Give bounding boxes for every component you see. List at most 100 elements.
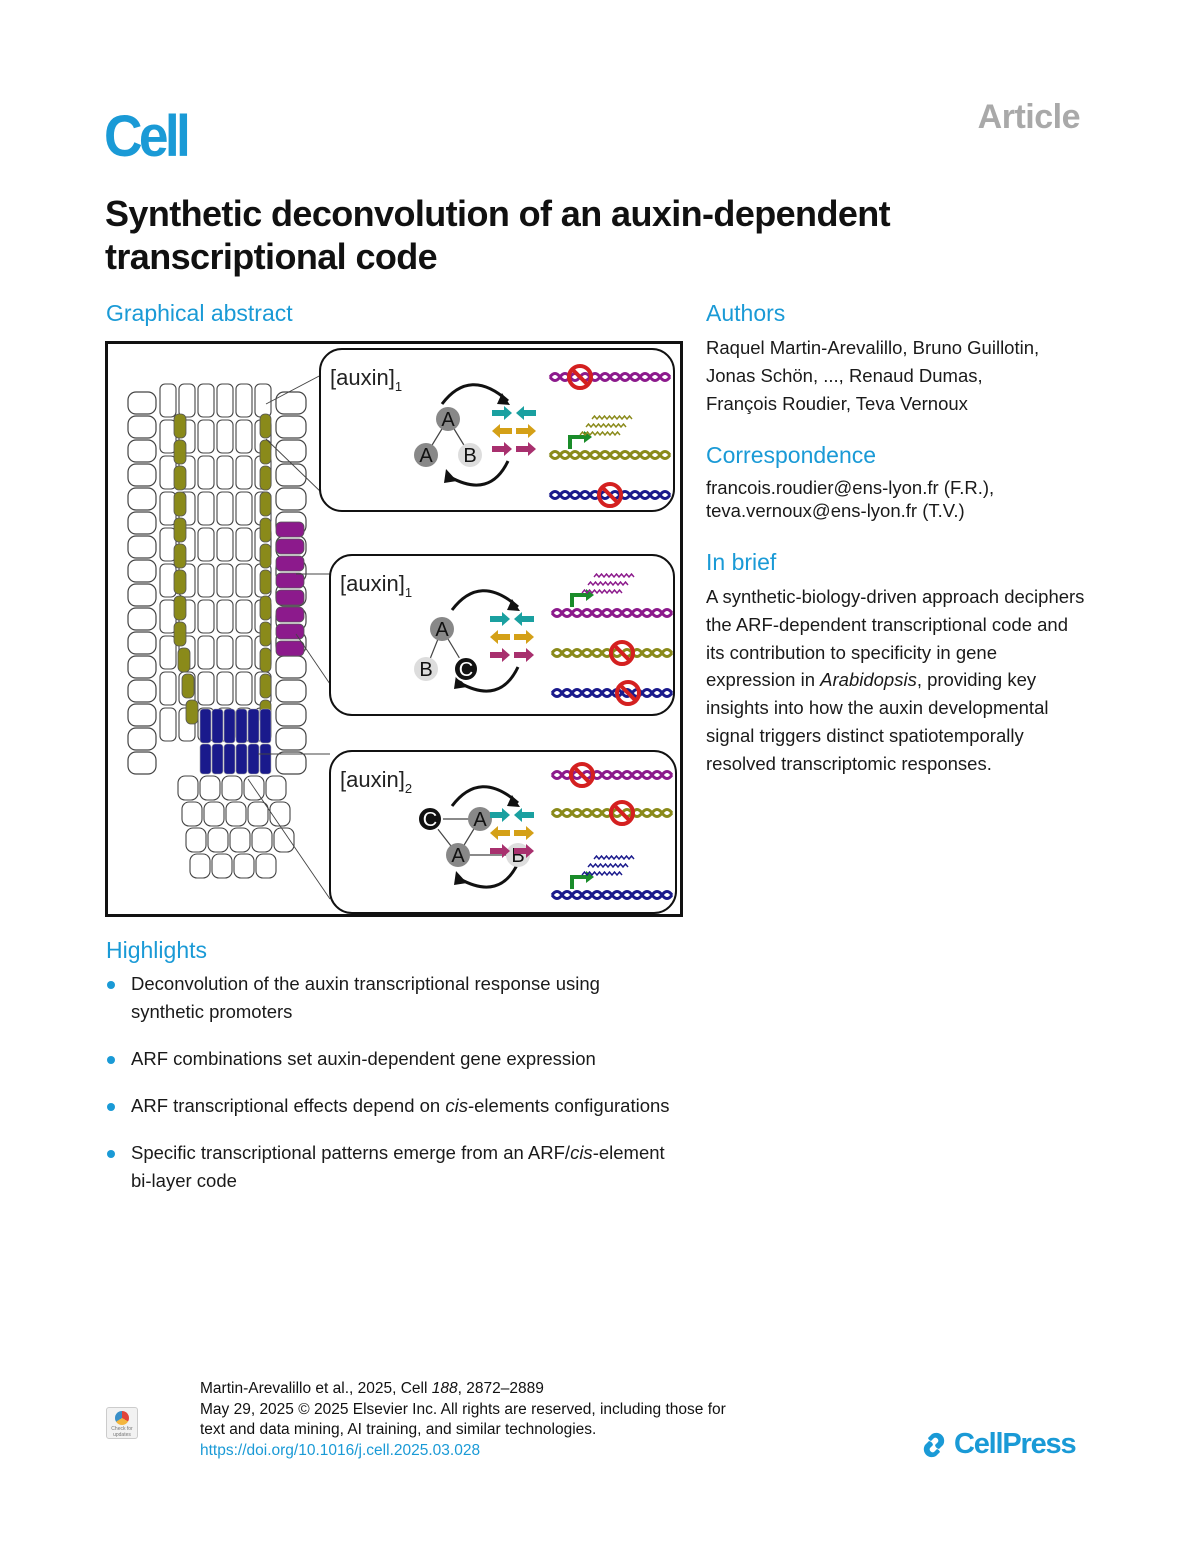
cis-element-arrow — [516, 424, 536, 438]
root-cell — [275, 415, 307, 439]
root-cell — [275, 655, 307, 679]
mrna-transcript — [579, 430, 621, 437]
repression-slash — [601, 486, 619, 504]
root-cap-cell — [211, 853, 233, 879]
crossmark-icon — [115, 1411, 129, 1425]
root-cell — [235, 563, 253, 598]
root-cell — [216, 599, 234, 634]
highlight-item: Specific transcriptional patterns emerge… — [106, 1139, 676, 1195]
root-cell — [197, 563, 215, 598]
olive-cell — [173, 543, 187, 569]
root-cell — [235, 527, 253, 562]
auxin-subscript: 1 — [405, 585, 412, 600]
helix-strand — [548, 452, 672, 460]
connector-line — [247, 778, 331, 900]
cis-element-arrow — [492, 406, 512, 420]
author-line: Jonas Schön, ..., Renaud Dumas, — [706, 365, 983, 386]
rights-line: text and data mining, AI training, and s… — [200, 1421, 597, 1438]
root-cell — [275, 391, 307, 415]
arf-node-label: A — [441, 409, 455, 431]
citation-footer: Martin-Arevalillo et al., 2025, Cell 188… — [200, 1379, 726, 1461]
email-link-vernoux[interactable]: teva.vernoux@ens-lyon.fr (T.V.) — [706, 500, 965, 521]
root-cell — [275, 751, 307, 775]
arrow-head — [507, 795, 520, 807]
species-name: Arabidopsis — [820, 669, 917, 691]
root-cell — [197, 455, 215, 490]
bullet-icon — [107, 1056, 115, 1064]
repression-block-icon — [597, 482, 623, 508]
olive-cell — [259, 491, 272, 517]
arf-node-B — [458, 443, 482, 467]
olive-cell — [259, 595, 272, 621]
root-cell — [127, 487, 157, 511]
root-cap-cell — [221, 775, 243, 801]
article-type-label: Article — [977, 98, 1081, 136]
root-cap-cell — [199, 775, 221, 801]
olive-cell — [259, 517, 272, 543]
navy-cell — [235, 708, 248, 744]
root-cell — [178, 383, 196, 418]
article-title: Synthetic deconvolution of an auxin-depe… — [105, 193, 891, 277]
root-cell — [216, 671, 234, 706]
arf-node-A — [468, 807, 492, 831]
cis-element-arrow — [516, 406, 536, 420]
arf-node-label: A — [419, 445, 433, 467]
olive-cell — [185, 699, 199, 725]
highlights-heading: Highlights — [106, 937, 207, 963]
root-cell — [127, 655, 157, 679]
auxin-label: [auxin]1 — [340, 571, 412, 600]
correspondence-heading: Correspondence — [706, 442, 877, 468]
check-for-updates-badge[interactable]: Check for updates — [106, 1407, 138, 1439]
olive-cell — [173, 595, 187, 621]
highlights-list: Deconvolution of the auxin transcription… — [106, 970, 676, 1214]
arf-node-label: B — [419, 659, 432, 681]
doi-link[interactable]: https://doi.org/10.1016/j.cell.2025.03.0… — [200, 1441, 481, 1459]
correspondence-emails: francois.roudier@ens-lyon.fr (F.R.), tev… — [706, 476, 1096, 522]
root-cell — [216, 491, 234, 526]
arf-node-label: A — [451, 845, 465, 867]
cycle-arrow-top — [440, 383, 509, 405]
root-cap-cell — [229, 827, 251, 853]
bullet-icon — [107, 981, 115, 989]
helix-strand — [550, 690, 674, 698]
root-cell — [216, 419, 234, 454]
arf-node-label: A — [473, 809, 487, 831]
repression-slash — [613, 644, 631, 662]
connector-line — [265, 438, 324, 495]
navy-cell — [199, 743, 212, 775]
repression-block-icon — [569, 762, 595, 788]
root-cap-cell — [189, 853, 211, 879]
root-cell — [197, 491, 215, 526]
root-cap-cell — [177, 775, 199, 801]
auxin-subscript: 1 — [395, 379, 402, 394]
magenta-cell — [275, 572, 305, 589]
root-cell — [159, 671, 177, 706]
author-line: François Roudier, Teva Vernoux — [706, 393, 968, 414]
mrna-transcript — [587, 580, 629, 587]
repression-block-icon — [609, 800, 635, 826]
cis-element-arrow — [490, 612, 510, 626]
cis-element-arrow — [516, 442, 536, 456]
olive-cell — [173, 569, 187, 595]
olive-cell — [173, 439, 187, 465]
root-cell — [216, 563, 234, 598]
highlight-item: ARF transcriptional effects depend on ci… — [106, 1092, 676, 1120]
arf-node-A — [430, 617, 454, 641]
magenta-cell — [275, 640, 305, 657]
navy-cell — [199, 708, 212, 744]
connector-line — [265, 373, 324, 405]
root-cell — [197, 527, 215, 562]
repression-slash — [613, 804, 631, 822]
dna-helix-navy — [550, 688, 674, 698]
cis-element-arrow — [490, 826, 510, 840]
authors-heading: Authors — [706, 300, 786, 326]
email-link-roudier[interactable]: francois.roudier@ens-lyon.fr (F.R.), — [706, 477, 995, 498]
olive-cell — [259, 439, 272, 465]
mrna-transcript — [591, 414, 633, 421]
root-cell — [235, 455, 253, 490]
arrow-head — [454, 871, 467, 885]
root-cell — [127, 439, 157, 463]
navy-cell — [259, 708, 272, 744]
